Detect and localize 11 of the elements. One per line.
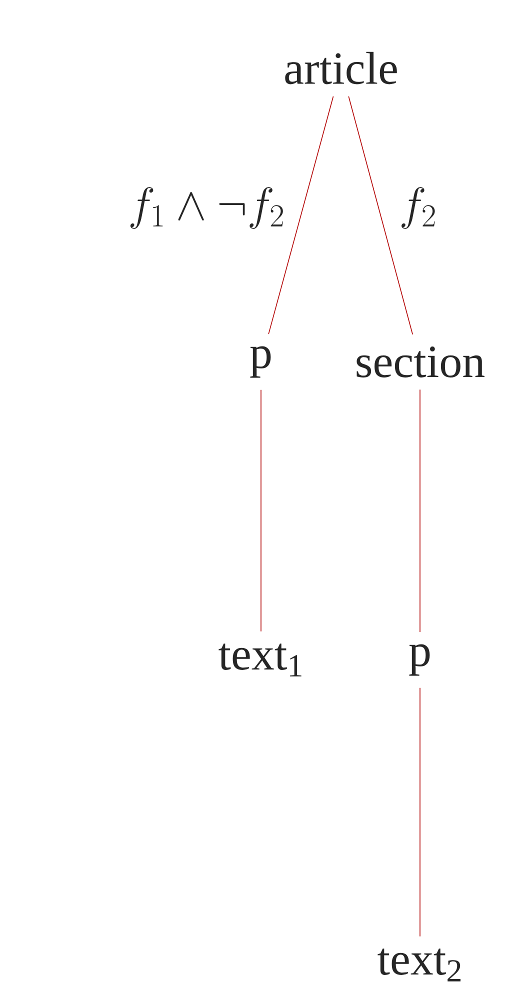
- tree-edge: [268, 96, 334, 334]
- tree-node-label: p: [409, 644, 430, 676]
- edge-label: $f_1 \wedge \neg f_2$: [130, 187, 283, 229]
- tree-node-label: article: [285, 52, 397, 84]
- tree-node-label: p: [250, 346, 271, 378]
- tree-edge: [348, 96, 413, 335]
- tree-edge: [260, 390, 262, 632]
- tree-node-label: text$_{1}$: [218, 644, 302, 676]
- tree-node-label: section: [356, 346, 484, 378]
- tree-node-label: text$_{2}$: [378, 948, 460, 982]
- edge-label: $f_2$: [402, 187, 435, 229]
